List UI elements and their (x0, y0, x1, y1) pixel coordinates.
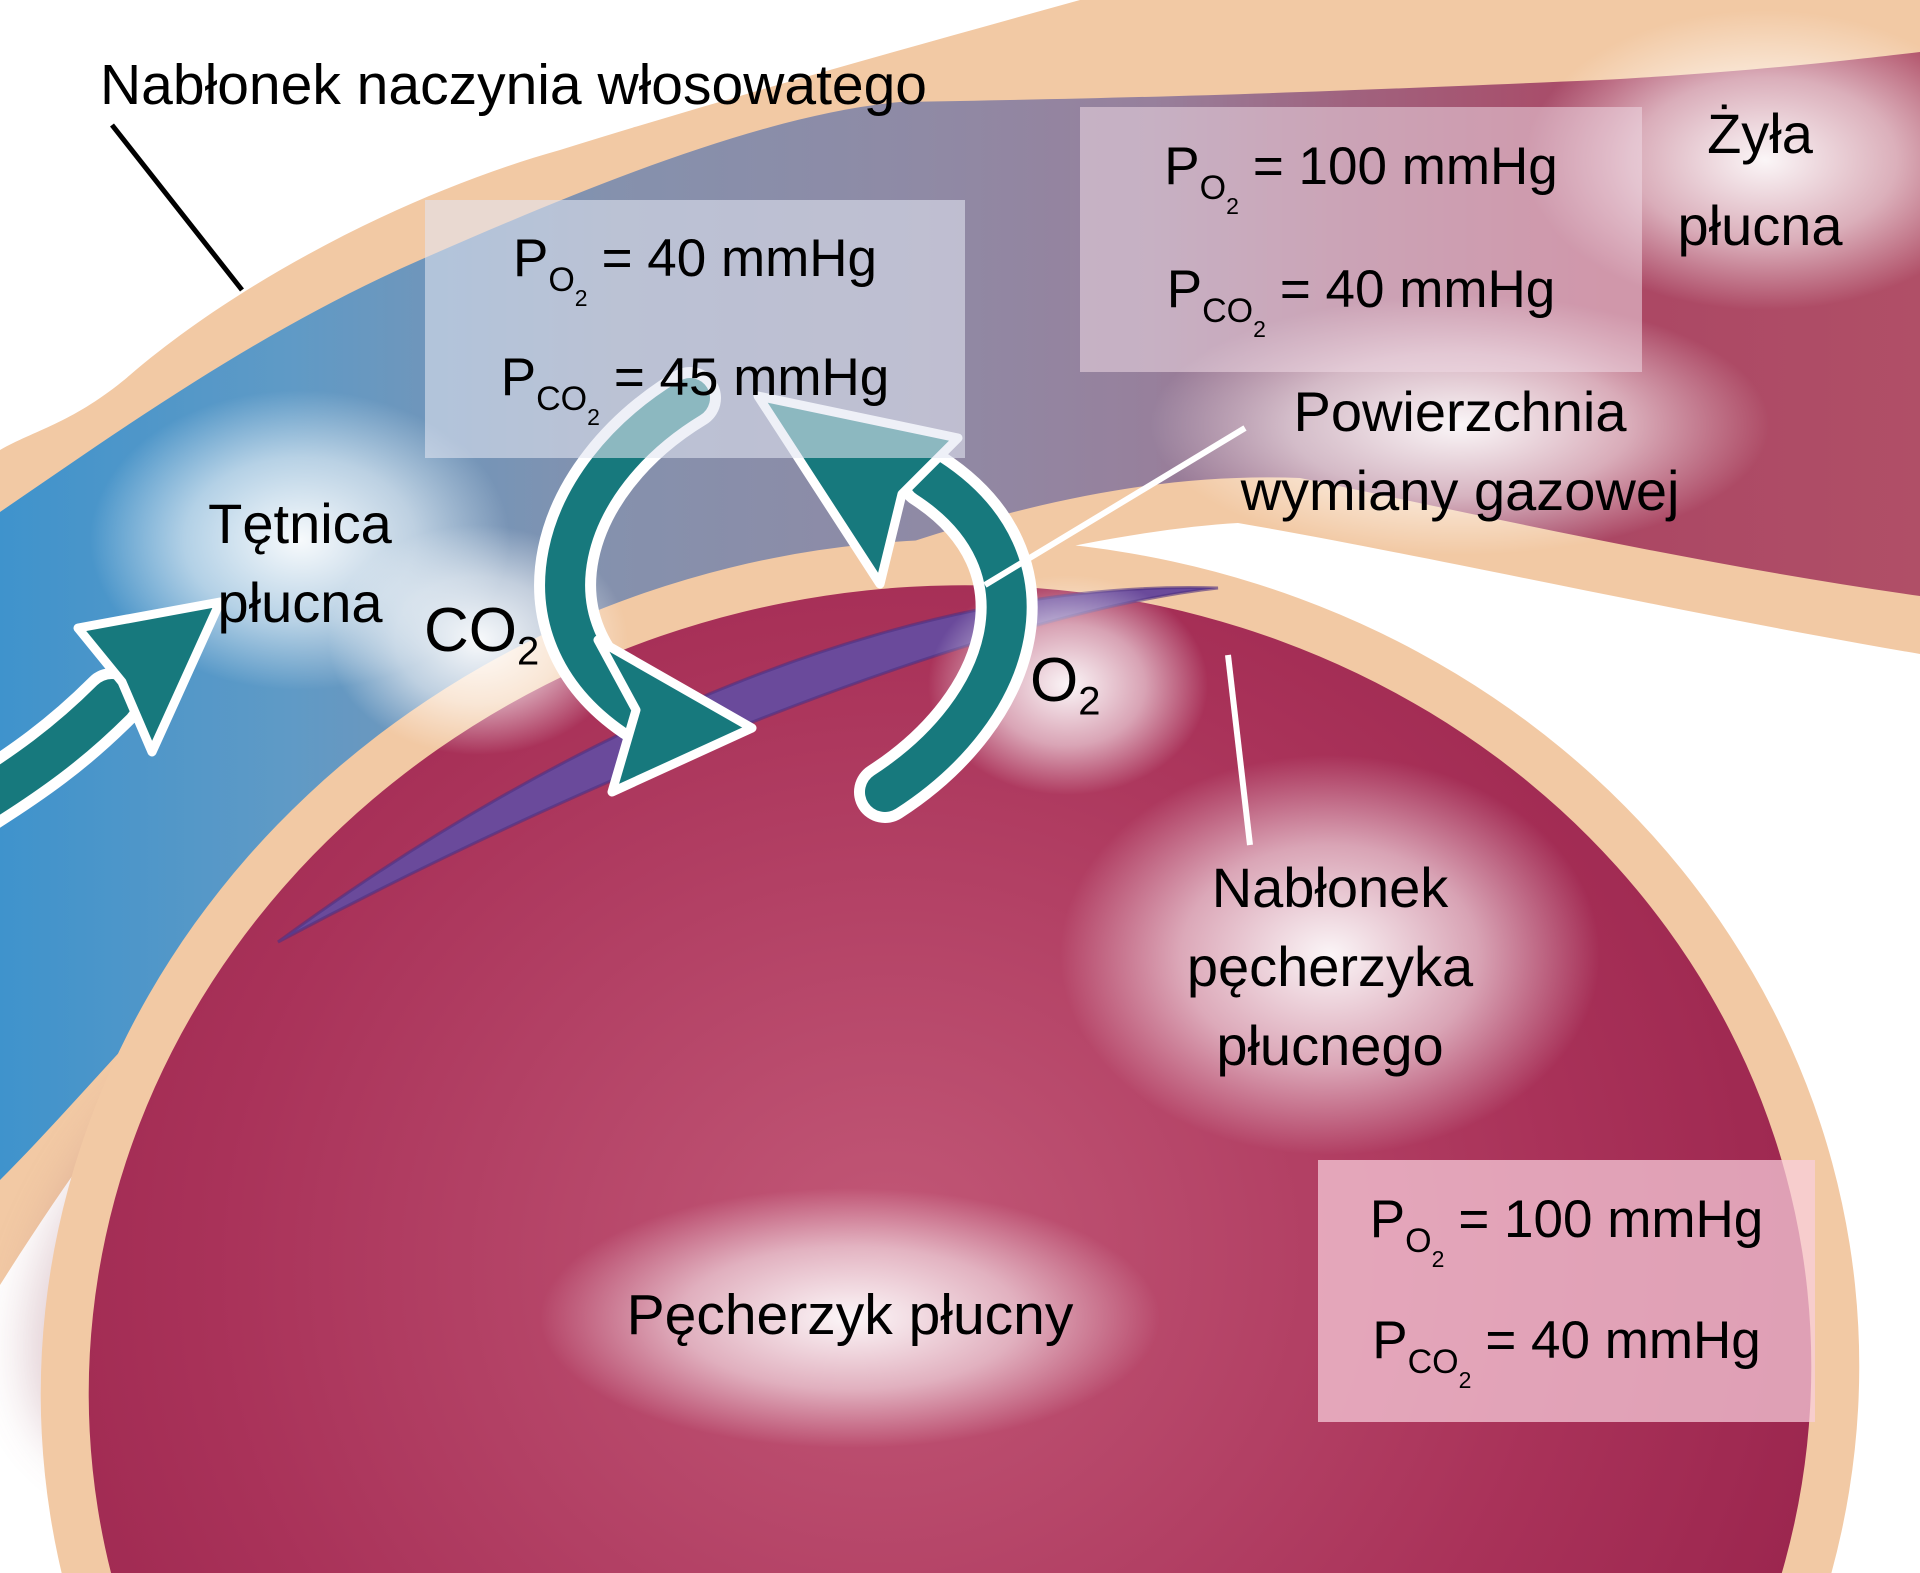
pulmonary-artery-label: Tętnica płucna (208, 492, 392, 634)
pressure-row: PO2= 100 mmHg (1369, 1189, 1764, 1272)
pressure-row: PO2= 40 mmHg (512, 228, 877, 311)
glow-alveolar-epithelium-label (1060, 755, 1600, 1155)
glow-alveolus-label (540, 1188, 1160, 1448)
pressure-box-vein: PO2= 100 mmHg PCO2= 40 mmHg (1080, 107, 1642, 372)
blood-flow-arrow (0, 597, 225, 828)
co2-molecule-label: CO2 (424, 596, 540, 674)
alveolar-epithelium-label: Nabłonek pęcherzyka płucnego (1186, 856, 1474, 1077)
gas-exchange-surface-label: Powierzchnia wymiany gazowej (1240, 380, 1680, 522)
pressure-box-capillary: PO2= 40 mmHg PCO2= 45 mmHg (425, 200, 965, 458)
pressure-row: PCO2= 40 mmHg (1372, 1310, 1761, 1393)
pressure-row: PCO2= 40 mmHg (1166, 259, 1556, 342)
pointer-line-capillary-epithelium (110, 123, 244, 292)
pulmonary-vein-label: Żyła płucna (1677, 102, 1843, 257)
pressure-row: PCO2= 45 mmHg (500, 347, 890, 430)
pointer-line-gas-exchange-surface (983, 425, 1247, 588)
pointer-line-alveolar-epithelium (1225, 654, 1253, 846)
capillary-epithelium-label: Nabłonek naczynia włosowatego (100, 53, 928, 117)
alveolus-label: Pęcherzyk płucny (626, 1283, 1074, 1347)
pressure-row: PO2= 100 mmHg (1164, 137, 1558, 220)
pressure-box-alveolus: PO2= 100 mmHg PCO2= 40 mmHg (1318, 1160, 1815, 1422)
o2-molecule-label: O2 (1030, 646, 1101, 724)
